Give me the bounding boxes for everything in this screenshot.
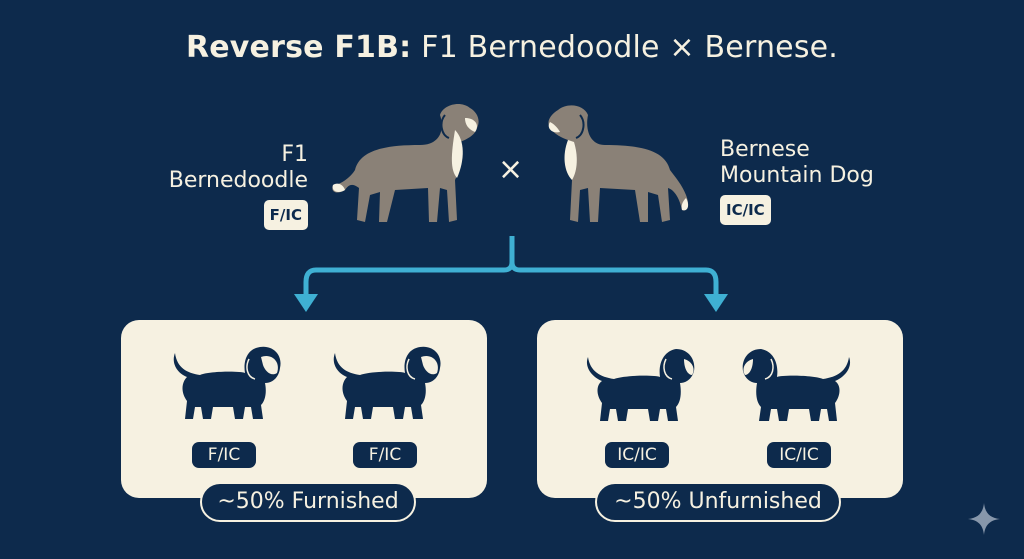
- parent-right-label: Bernese Mountain Dog IC/IC: [720, 137, 874, 225]
- furnished-percentage-label: ~50% Furnished: [200, 482, 416, 522]
- furnished-puppy-icon: [173, 346, 281, 419]
- puppy-genotype-badge: F/IC: [192, 442, 256, 468]
- bernedoodle-dog-icon: [332, 104, 479, 222]
- unfurnished-percentage-label: ~50% Unfurnished: [595, 482, 841, 522]
- parent-right-line1: Bernese: [720, 137, 810, 162]
- sparkle-icon: [968, 503, 1000, 535]
- parent-left-line2: Bernedoodle: [168, 168, 308, 193]
- title-bold: Reverse F1B:: [185, 30, 412, 65]
- parent-left-label: F1 Bernedoodle F/IC: [169, 142, 308, 230]
- unfurnished-offspring-panel: [537, 320, 903, 498]
- puppy-genotype-badge: F/IC: [353, 442, 417, 468]
- parent-right-line2: Mountain Dog: [720, 163, 874, 188]
- bernese-dog-icon: [548, 105, 689, 222]
- arrowhead-left-icon: [294, 294, 318, 312]
- furnished-puppy-icon: [333, 346, 441, 419]
- diagram-title: Reverse F1B: F1 Bernedoodle × Bernese.: [0, 30, 1024, 65]
- title-rest: F1 Bernedoodle × Bernese.: [411, 30, 839, 65]
- unfurnished-puppy-icon: [586, 349, 695, 421]
- arrowhead-right-icon: [704, 294, 728, 312]
- cross-symbol: ×: [498, 152, 524, 187]
- puppy-genotype-badge: IC/IC: [767, 442, 831, 468]
- parent-right-genotype-badge: IC/IC: [720, 195, 771, 225]
- parent-left-line1: F1: [281, 142, 308, 167]
- puppy-genotype-badge: IC/IC: [605, 442, 669, 468]
- parent-left-genotype-badge: F/IC: [263, 200, 308, 230]
- unfurnished-puppy-icon: [742, 349, 851, 421]
